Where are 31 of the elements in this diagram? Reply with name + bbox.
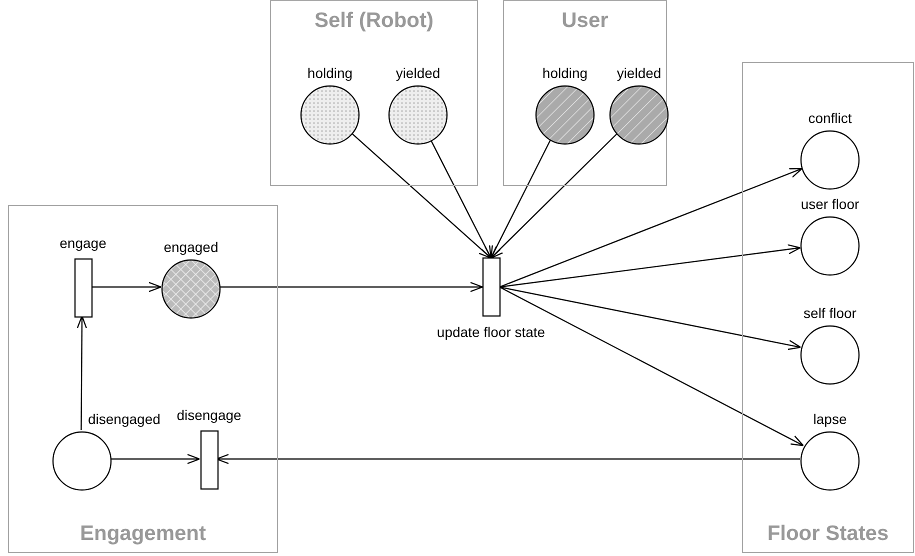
place-label: conflict [807, 110, 853, 127]
arrow [499, 168, 803, 288]
group-title: Self (Robot) [314, 9, 434, 33]
group-title: Engagement [78, 522, 208, 546]
arrow [490, 138, 552, 259]
place-label: lapse [812, 411, 848, 428]
arrow [499, 286, 802, 350]
arrow [110, 454, 200, 464]
place-label: yielded [394, 65, 442, 82]
place-label: holding [306, 65, 354, 82]
group-title: Floor States [766, 522, 890, 546]
arrow [219, 282, 484, 292]
group-title: User [560, 9, 610, 33]
arrow [430, 138, 492, 259]
place-label: user floor [800, 196, 860, 213]
arrow [499, 286, 804, 446]
place-label: yielded [616, 65, 662, 82]
place-label: disengaged [88, 411, 160, 428]
place-label: engaged [162, 239, 220, 256]
place-label: holding [541, 65, 589, 82]
group-frame [8, 205, 278, 553]
arrow [350, 132, 492, 259]
arrow [90, 282, 162, 292]
group-frame [270, 0, 478, 186]
place-label: self floor [802, 305, 858, 322]
transition-label: engage [58, 235, 108, 252]
arrow [499, 244, 801, 288]
transition-label: update floor state [436, 324, 546, 341]
arrow [490, 132, 618, 259]
group-frame [503, 0, 667, 186]
group-frame [742, 62, 914, 553]
